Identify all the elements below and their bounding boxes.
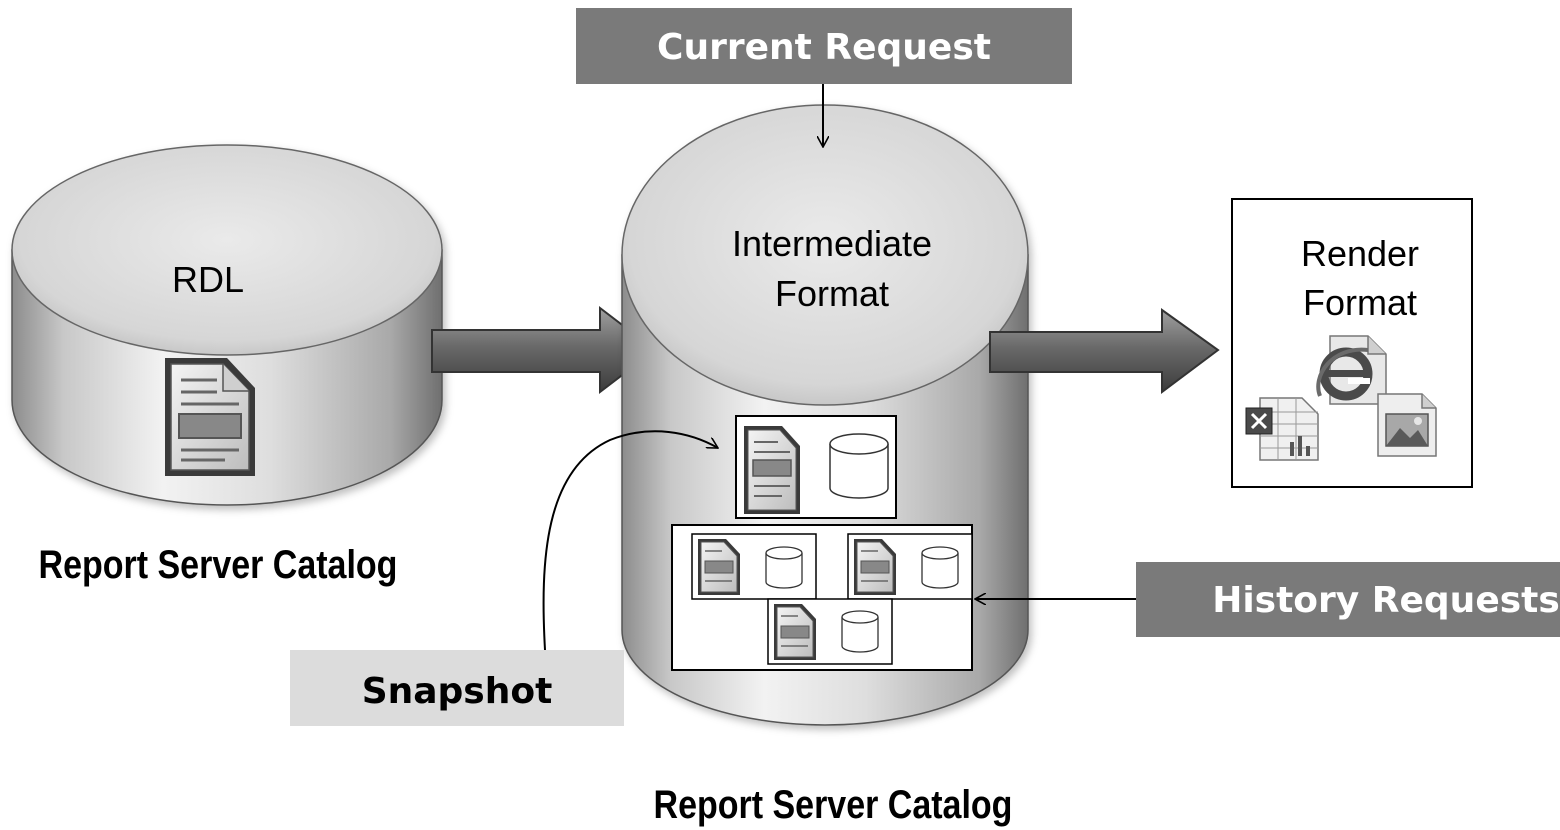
history-database-icon (921, 546, 959, 589)
left-catalog-caption: Report Server Catalog (39, 541, 398, 586)
history-database-icon (841, 610, 879, 653)
history-snapshot-box (847, 533, 973, 600)
internet-explorer-icon (1316, 335, 1387, 405)
history-snapshots-group (671, 524, 973, 671)
history-requests-callout (1136, 562, 1560, 637)
history-snapshot-box (691, 533, 817, 600)
snapshot-callout (290, 650, 624, 726)
intermediate-label-line1: Intermediate (732, 223, 932, 264)
history-snapshot-box (767, 598, 893, 665)
intermediate-label-line2: Format (775, 273, 889, 314)
current-request-label: Current Request (657, 27, 991, 68)
snapshot-box (735, 415, 897, 519)
history-document-icon (698, 539, 740, 595)
snapshot-database-icon (829, 433, 889, 499)
render-label-line1: Render (1301, 233, 1419, 274)
image-file-icon (1377, 393, 1437, 457)
history-requests-label: History Requests (1212, 580, 1560, 621)
render-label-line2: Format (1303, 282, 1417, 323)
snapshot-document-icon (744, 426, 800, 514)
history-document-icon (774, 604, 816, 660)
excel-icon (1245, 397, 1319, 461)
rdl-label: RDL (172, 259, 244, 300)
current-request-callout (576, 8, 1072, 84)
snapshot-curved-arrow (542, 430, 718, 651)
snapshot-label: Snapshot (362, 671, 553, 712)
flow-arrow-intermediate-to-render (989, 308, 1220, 394)
history-database-icon (765, 546, 803, 589)
report-document-icon (165, 358, 255, 476)
center-catalog-caption: Report Server Catalog (654, 781, 1013, 826)
history-document-icon (854, 539, 896, 595)
